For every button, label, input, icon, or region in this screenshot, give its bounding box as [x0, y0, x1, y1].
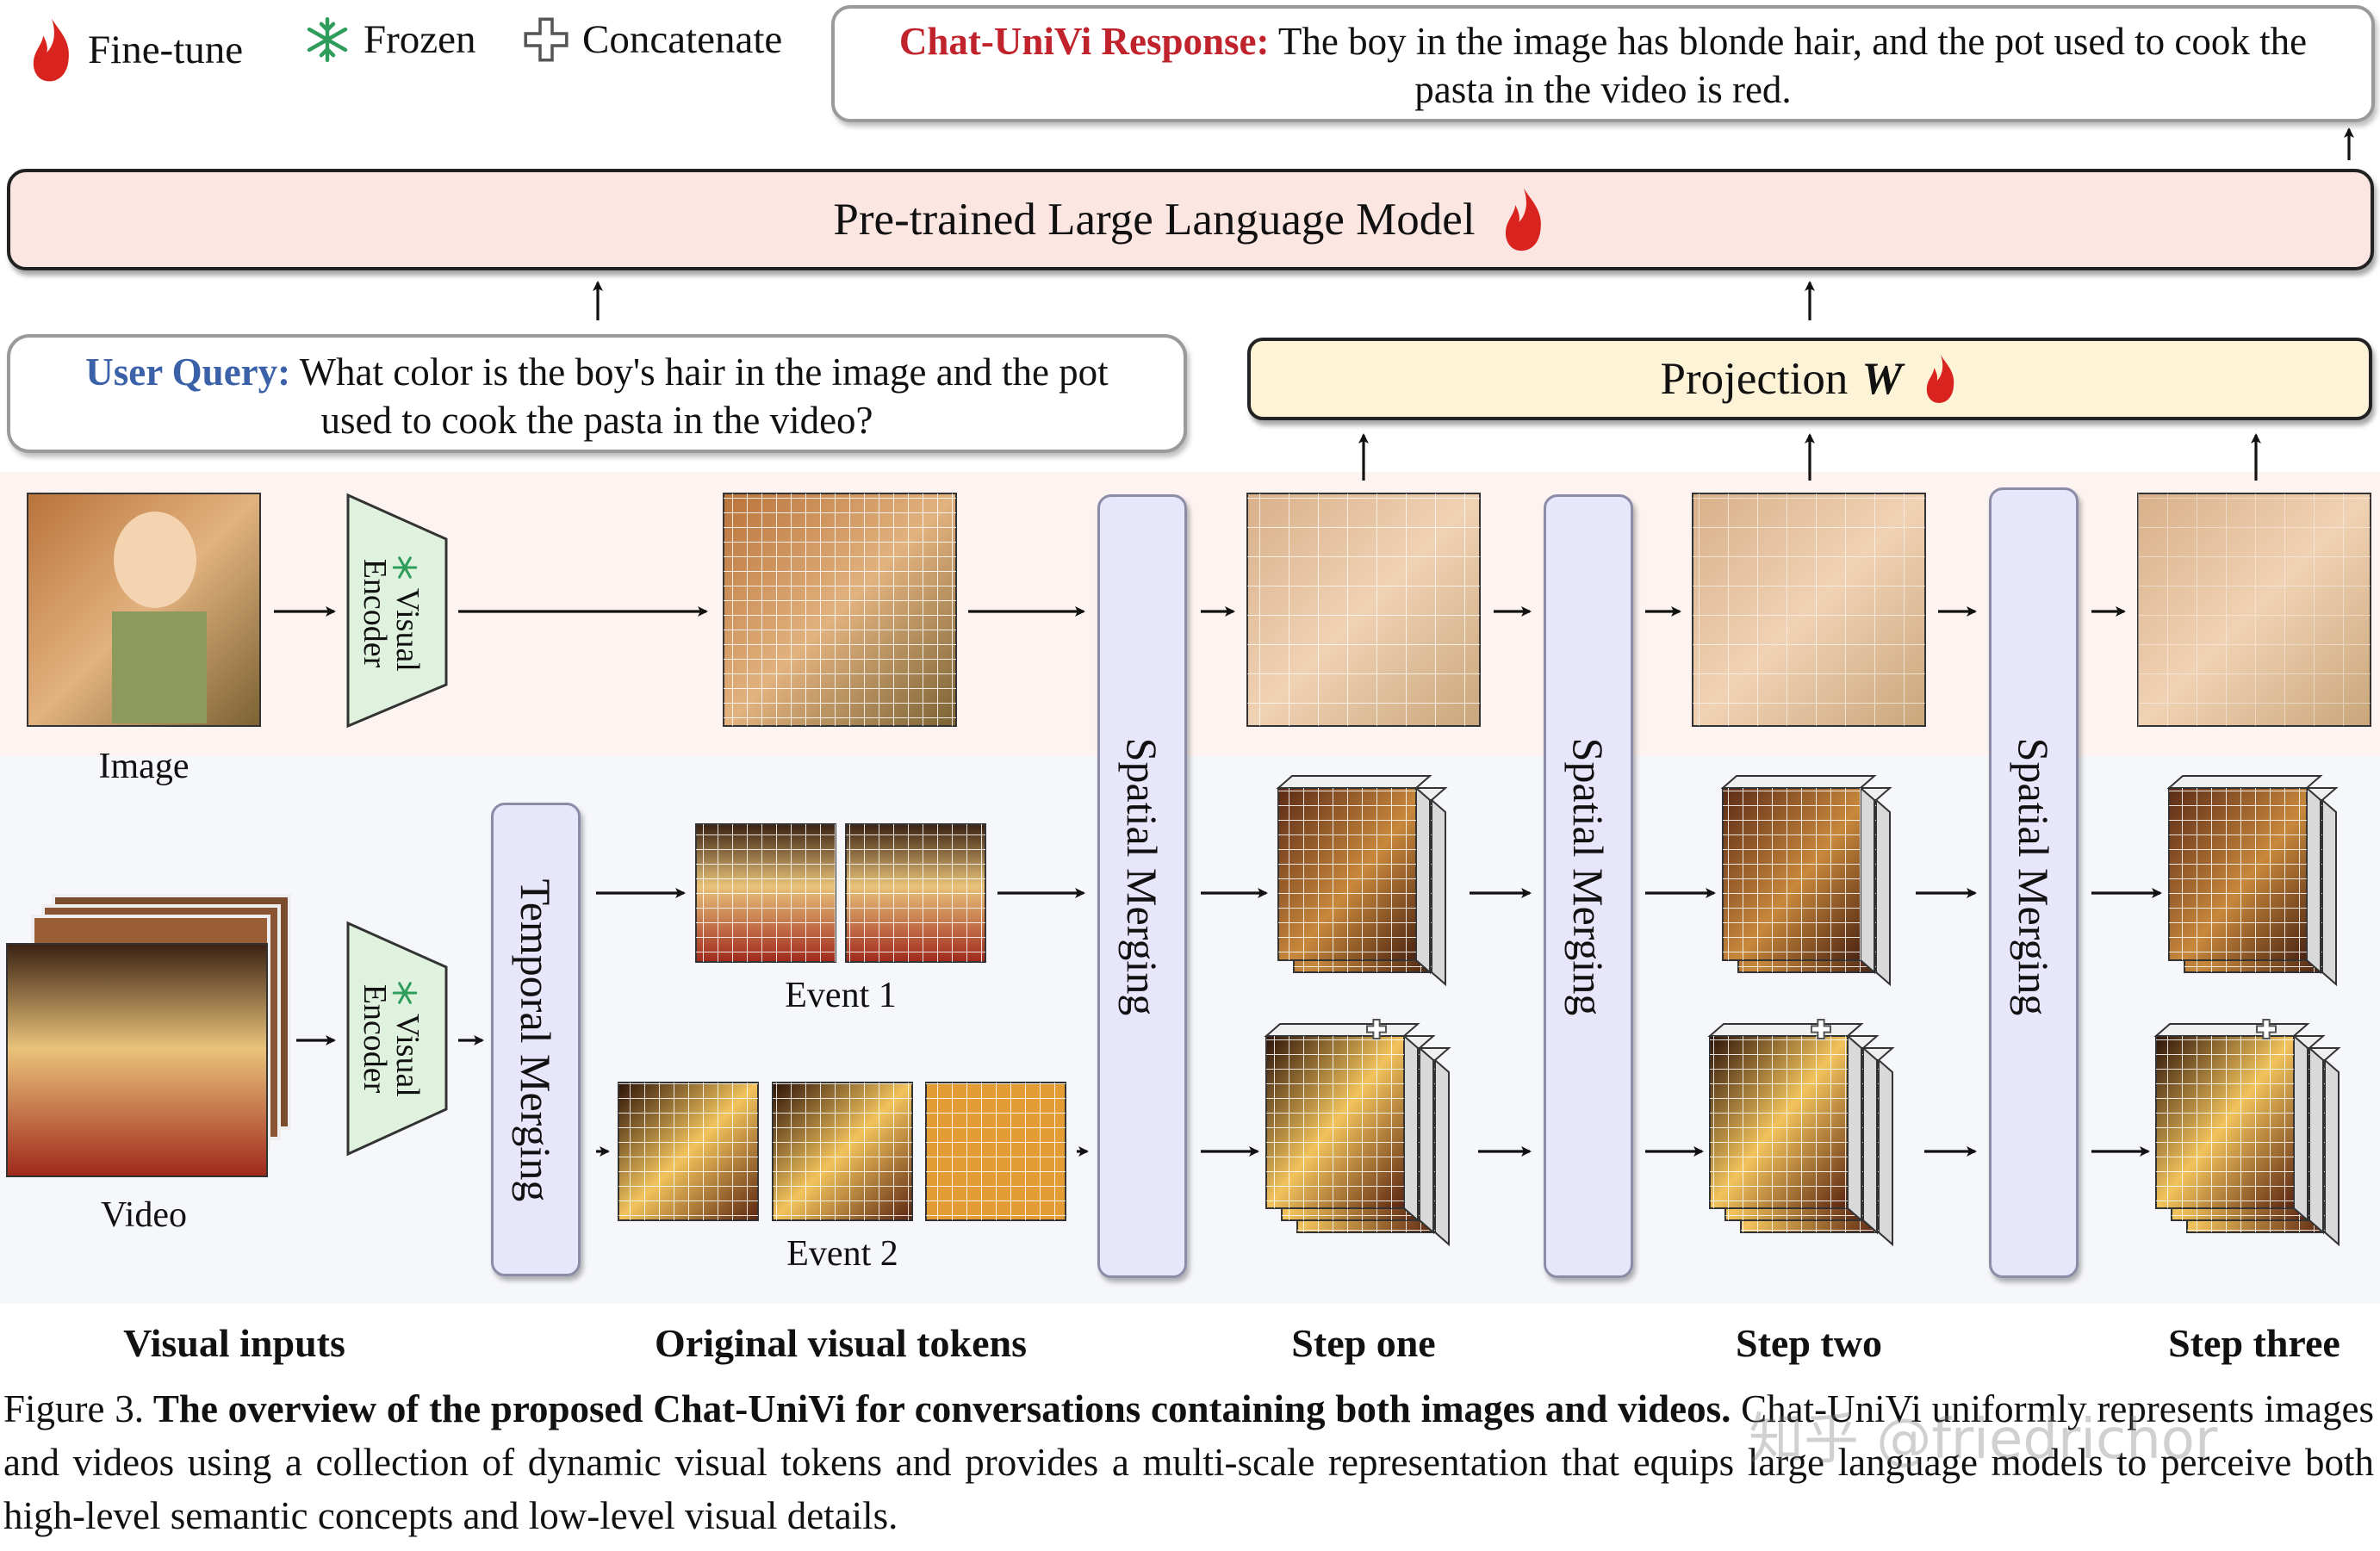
plus-icon	[1366, 1019, 1387, 1039]
response-prefix: Chat-UniVi Response:	[898, 20, 1270, 63]
plus-icon	[524, 17, 569, 62]
llm-label: Pre-trained Large Language Model	[833, 195, 1476, 245]
spatial-merging-label-3: Spatial Merging	[2010, 737, 2058, 1016]
event2-frame1-grid	[618, 1083, 758, 1220]
response-text-line1: The boy in the image has blonde hair, an…	[1269, 20, 2308, 63]
boy-body-shape	[112, 611, 207, 723]
legend-frozen: Frozen	[303, 16, 476, 64]
stage-step-two: Step two	[1736, 1321, 1882, 1365]
event2-label: Event 2	[786, 1234, 898, 1274]
encoder-video-label: Visual Encoder	[357, 961, 426, 1116]
encoder-image-label-line2: Encoder	[357, 558, 393, 668]
query-text-line2: used to cook the pasta in the video?	[320, 399, 873, 442]
image-label: Image	[98, 747, 190, 786]
projection-label: Projection	[1660, 354, 1849, 404]
caption-figure-no: Figure 3.	[3, 1387, 144, 1430]
spatial-merging-block-2	[1544, 494, 1633, 1278]
flame-icon	[33, 18, 69, 82]
step-one-event1-stack	[1276, 775, 1448, 987]
spatial-merging-block-3	[1989, 487, 2079, 1278]
encoder-video-label-line1: Visual	[389, 1013, 426, 1097]
plus-icon	[1811, 1019, 1831, 1039]
event2-frame3-grid	[926, 1083, 1066, 1220]
snowflake-icon	[392, 556, 417, 579]
visual-encoder-image	[346, 493, 448, 729]
legend-concat: Concatenate	[522, 16, 782, 64]
flame-icon	[1505, 188, 1541, 251]
watermark: 知乎 @friedrichor	[1749, 1408, 2218, 1472]
encoder-video-label-line2: Encoder	[357, 983, 393, 1094]
user-query-box: User Query: What color is the boy's hair…	[7, 334, 1187, 453]
event1-frame1-grid	[696, 824, 836, 962]
step-one-image-grid	[1247, 493, 1480, 726]
projection-box: Projection W	[1247, 338, 2372, 420]
response-text-line2: pasta in the video is red.	[1414, 68, 1792, 111]
legend-frozen-label: Frozen	[364, 17, 476, 62]
spatial-merging-label-2: Spatial Merging	[1564, 737, 1613, 1016]
event1-frame2-grid	[846, 824, 985, 962]
legend-finetune: Fine-tune	[28, 16, 243, 84]
stage-step-three: Step three	[2168, 1321, 2340, 1365]
boy-head-shape	[114, 512, 196, 608]
flame-icon	[1926, 355, 1954, 403]
stage-step-one: Step one	[1291, 1321, 1436, 1365]
step-one-event2-stack	[1264, 1023, 1451, 1247]
query-text-line1: What color is the boy's hair in the imag…	[290, 351, 1109, 394]
video-label: Video	[100, 1195, 188, 1235]
step-two-image-grid	[1693, 493, 1925, 726]
figure-caption: Figure 3. The overview of the proposed C…	[3, 1382, 2374, 1542]
caption-rest: Chat-UniVi uniformly represents images a…	[3, 1387, 2374, 1537]
query-prefix: User Query:	[85, 351, 291, 394]
step-two-event2-stack	[1707, 1023, 1895, 1247]
legend-finetune-label: Fine-tune	[88, 28, 244, 72]
legend-concat-label: Concatenate	[582, 17, 783, 62]
projection-symbol: W	[1861, 354, 1903, 404]
input-video-stack	[6, 894, 291, 1177]
llm-box: Pre-trained Large Language Model	[7, 169, 2374, 270]
encoder-image-label-line1: Visual	[389, 587, 426, 672]
caption-bold: The overview of the proposed Chat-UniVi …	[143, 1387, 1731, 1430]
plus-icon	[2256, 1019, 2277, 1039]
event1-label: Event 1	[785, 976, 897, 1015]
temporal-merging-label: Temporal Merging	[512, 878, 560, 1202]
step-three-event1-stack	[2166, 775, 2339, 987]
snowflake-icon	[392, 982, 417, 1004]
response-box: Chat-UniVi Response: The boy in the imag…	[831, 5, 2375, 122]
step-three-image-grid	[2138, 493, 2371, 726]
stage-visual-inputs: Visual inputs	[123, 1321, 345, 1365]
encoder-image-label: Visual Encoder	[357, 536, 426, 691]
original-image-grid	[724, 493, 956, 726]
temporal-merging-block	[491, 803, 581, 1276]
step-three-event2-stack	[2153, 1023, 2341, 1247]
event2-frame2-grid	[773, 1083, 912, 1220]
visual-encoder-video	[346, 921, 448, 1157]
spatial-merging-label-1: Spatial Merging	[1118, 737, 1166, 1016]
spatial-merging-block-1	[1097, 494, 1187, 1278]
step-two-event1-stack	[1720, 775, 1892, 987]
snowflake-icon	[307, 16, 348, 63]
stage-original-tokens: Original visual tokens	[655, 1321, 1027, 1365]
